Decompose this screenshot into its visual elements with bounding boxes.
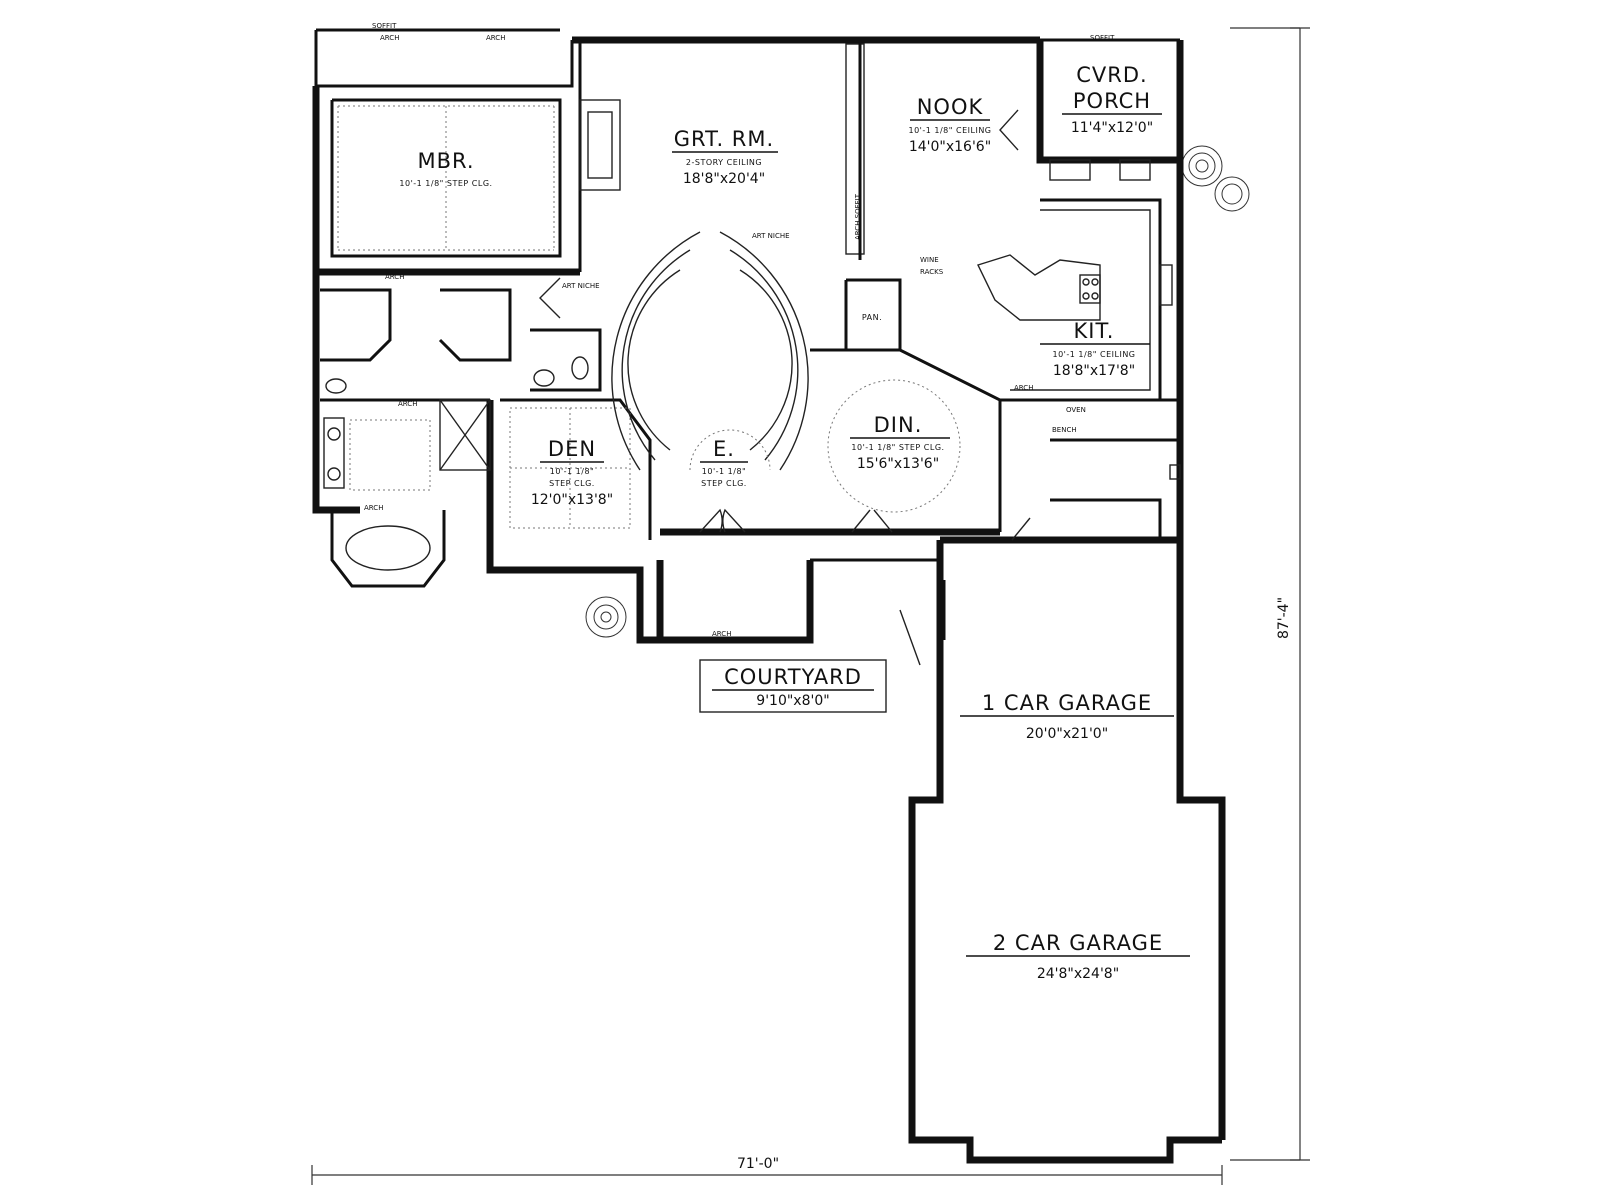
soffit-label: SOFFIT (372, 22, 397, 30)
art-niche-label: ART NICHE (562, 282, 600, 290)
courtyard-size: 9'10"x8'0" (756, 693, 829, 709)
dining-name: DIN. (874, 413, 923, 437)
covered-porch-name-line1: CVRD. (1076, 63, 1147, 87)
den-note-line2: STEP CLG. (549, 479, 595, 488)
interior-walls (316, 40, 1226, 1060)
great-room-note: 2-STORY CEILING (686, 158, 762, 167)
nook-name: NOOK (917, 95, 984, 119)
overall-width: 71'-0" (737, 1156, 779, 1172)
nook-size: 14'0"x16'6" (909, 139, 991, 155)
soffit-label: SOFFIT (1090, 34, 1115, 42)
covered-porch-name-line2: PORCH (1073, 89, 1151, 113)
overall-depth: 87'-4" (1276, 597, 1292, 639)
den-size: 12'0"x13'8" (531, 492, 613, 508)
courtyard-label-box (699, 659, 887, 713)
great-room-size: 18'8"x20'4" (683, 171, 765, 187)
wine-racks-label-line1: WINE (920, 256, 939, 264)
dimension-lines (311, 27, 1310, 1185)
arch-label: ARCH (1014, 384, 1033, 392)
wine-racks-label-line2: RACKS (920, 268, 944, 276)
arch-label: ARCH (712, 630, 731, 638)
entry-name: E. (713, 437, 735, 461)
pantry-name: PAN. (862, 313, 882, 322)
nook-note: 10'-1 1/8" CEILING (909, 126, 992, 135)
annotations: ARCH ARCH ARCH ARCH ARCH ARCH ARCH ART N… (364, 22, 1115, 638)
dining-note: 10'-1 1/8" STEP CLG. (851, 443, 944, 452)
den-name: DEN (548, 437, 596, 461)
mbr-name: MBR. (417, 149, 474, 173)
arch-label: ARCH (398, 400, 417, 408)
dining-size: 15'6"x13'6" (857, 456, 939, 472)
garage-2-name: 2 CAR GARAGE (993, 931, 1163, 955)
kitchen-size: 18'8"x17'8" (1053, 363, 1135, 379)
entry-note-line2: STEP CLG. (701, 479, 747, 488)
tree-icon (585, 145, 1250, 638)
arch-label: ARCH (486, 34, 505, 42)
garage-2-size: 24'8"x24'8" (1037, 966, 1119, 982)
arch-label: ARCH (385, 273, 404, 281)
garage-1-name: 1 CAR GARAGE (982, 691, 1152, 715)
kitchen-name: KIT. (1074, 319, 1115, 343)
mbr-note: 10'-1 1/8" STEP CLG. (399, 179, 492, 188)
bench-label: BENCH (1052, 426, 1077, 434)
covered-porch-size: 11'4"x12'0" (1071, 120, 1153, 136)
den-note-line1: 10'-1 1/8" (550, 467, 594, 476)
arch-label: ARCH (364, 504, 383, 512)
arch-label: ARCH (380, 34, 399, 42)
kitchen-note: 10'-1 1/8" CEILING (1053, 350, 1136, 359)
curved-staircase (611, 231, 809, 471)
courtyard-name: COURTYARD (724, 665, 862, 689)
oven-label: OVEN (1066, 406, 1086, 414)
great-room-name: GRT. RM. (674, 127, 774, 151)
doors (539, 109, 1031, 541)
art-niche-label: ART NICHE (752, 232, 790, 240)
entry-note-line1: 10'-1 1/8" (702, 467, 746, 476)
room-labels: MBR. 10'-1 1/8" STEP CLG. GRT. RM. 2-STO… (399, 63, 1190, 982)
arch-soffit-label: ARCH SOFFIT (854, 193, 862, 240)
garage-1-size: 20'0"x21'0" (1026, 726, 1108, 742)
